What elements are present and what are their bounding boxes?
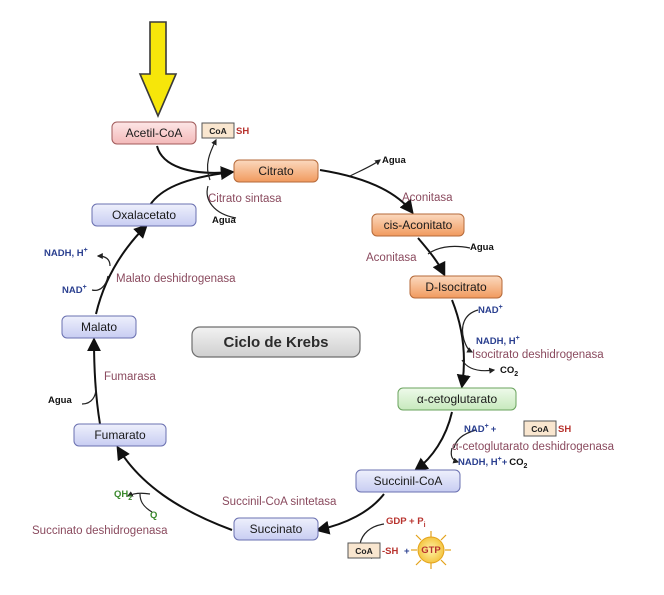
node-a-cetoglutarato: α-cetoglutarato bbox=[397, 387, 517, 411]
node-label: Oxalacetato bbox=[112, 208, 176, 222]
co2-out-isocitrato-arrow bbox=[461, 359, 496, 374]
node-malato: Malato bbox=[61, 315, 137, 339]
cycle-arrows bbox=[87, 145, 471, 535]
nadh-out-malato-arrow bbox=[96, 253, 111, 267]
gtp-label: GTP bbox=[421, 545, 441, 556]
agua-in-citrato-arrow bbox=[206, 185, 237, 219]
enzyme-fumarasa: Fumarasa bbox=[104, 371, 156, 383]
coa-sh-cetoglutarato: CoA SH bbox=[523, 420, 571, 437]
qh2-label: QH2 bbox=[114, 489, 132, 502]
title-text: Ciclo de Krebs bbox=[223, 334, 328, 351]
q-label: Q bbox=[150, 510, 157, 521]
svg-text:SH: SH bbox=[558, 424, 571, 435]
arrow-cetoglutarato-to-succinilcoa bbox=[413, 411, 453, 472]
co2-isocitrato: CO2 bbox=[500, 365, 518, 378]
node-oxalacetato: Oxalacetato bbox=[91, 203, 197, 227]
nad-cetoglutarato: NAD++ bbox=[464, 423, 497, 435]
agua-fumarasa: Agua bbox=[48, 395, 72, 406]
center-title: Ciclo de Krebs bbox=[191, 326, 361, 358]
nadh-cetoglutarato: NADH, H++CO2 bbox=[458, 456, 528, 470]
enzyme-isocitrato-dh: Isocitrato deshidrogenasa bbox=[472, 349, 604, 361]
gtp-icon: GTP bbox=[411, 531, 451, 569]
svg-text:-SH: -SH bbox=[382, 546, 399, 557]
node-label: Succinil-CoA bbox=[374, 474, 443, 488]
node-label: Citrato bbox=[258, 164, 294, 178]
svg-text:CoA: CoA bbox=[531, 424, 548, 434]
enzyme-succinil-coa-sintetasa: Succinil-CoA sintetasa bbox=[222, 496, 337, 508]
enzyme-a-cetoglutarato-dh: α-cetoglutarato deshidrogenasa bbox=[452, 441, 615, 453]
node-d-isocitrato: D-Isocitrato bbox=[409, 275, 503, 299]
agua-aconitasa-out: Agua bbox=[382, 155, 406, 166]
nad-malato: NAD+ bbox=[62, 284, 87, 296]
nadh-out-isocitrato-arrow bbox=[463, 339, 474, 353]
arrow-succinilcoa-to-succinato bbox=[315, 493, 385, 535]
node-label: Fumarato bbox=[94, 428, 146, 442]
node-label: cis-Aconitato bbox=[384, 218, 453, 232]
arrow-isocitrato-to-cetoglutarato bbox=[451, 299, 471, 389]
arrow-fumarato-to-malato bbox=[87, 337, 102, 425]
arrow-succinato-to-fumarato bbox=[116, 445, 233, 531]
agua-in-aconitato-arrow bbox=[427, 245, 471, 255]
node-cis-aconitato: cis-Aconitato bbox=[371, 213, 465, 237]
svg-text:CoA: CoA bbox=[355, 546, 372, 556]
node-citrato: Citrato bbox=[233, 159, 319, 183]
qh2-arrow bbox=[126, 491, 151, 497]
coa-release-arrow bbox=[206, 138, 217, 181]
input-arrow bbox=[138, 21, 178, 119]
svg-text:CoA: CoA bbox=[209, 126, 226, 136]
node-label: Succinato bbox=[250, 522, 303, 536]
arrow-acetil-to-citrato bbox=[156, 145, 235, 181]
coa-sh-succinil: CoA -SH + bbox=[347, 542, 410, 559]
enzyme-aconitasa-1: Aconitasa bbox=[402, 192, 453, 204]
node-label: D-Isocitrato bbox=[425, 280, 487, 294]
side-arrows bbox=[81, 138, 496, 559]
svg-text:+: + bbox=[404, 546, 410, 557]
arrow-cisaconitato-to-isocitrato bbox=[417, 237, 446, 277]
node-label: α-cetoglutarato bbox=[417, 392, 498, 406]
node-succinato: Succinato bbox=[233, 517, 319, 541]
agua-citrato-sintasa: Agua bbox=[212, 215, 236, 226]
arrow-malato-to-oxalacetato bbox=[95, 224, 148, 315]
node-acetil-coa: Acetil-CoA bbox=[111, 121, 197, 145]
nad-in-malato-arrow bbox=[91, 275, 109, 291]
node-fumarato: Fumarato bbox=[73, 423, 167, 447]
enzyme-succinato-dh: Succinato deshidrogenasa bbox=[32, 525, 168, 537]
node-label: Acetil-CoA bbox=[126, 126, 183, 140]
coa-sh-top: CoA SH bbox=[201, 122, 249, 139]
arrow-citrato-to-cisaconitato bbox=[319, 169, 414, 215]
agua-out-citrato-arrow bbox=[349, 159, 381, 177]
agua-aconitasa-in: Agua bbox=[470, 242, 494, 253]
node-label: Malato bbox=[81, 320, 117, 334]
node-succinil-coa: Succinil-CoA bbox=[355, 469, 461, 493]
q-in-arrow bbox=[139, 493, 153, 513]
nad-isocitrato: NAD+ bbox=[478, 304, 503, 316]
gdp-pi: GDP + Pi bbox=[386, 516, 426, 529]
nad-in-isocitrato-arrow bbox=[461, 309, 479, 341]
enzyme-citrato-sintasa: Citrato sintasa bbox=[208, 193, 282, 205]
arrow-oxalacetato-to-citrato bbox=[149, 171, 233, 206]
gdp-in-arrow bbox=[359, 523, 385, 545]
agua-in-fumarasa-arrow bbox=[81, 387, 97, 405]
enzyme-aconitasa-2: Aconitasa bbox=[366, 252, 417, 264]
nadh-malato: NADH, H+ bbox=[44, 247, 88, 259]
nadh-isocitrato: NADH, H+ bbox=[476, 335, 520, 347]
nad-in-cetoglutarato-arrow bbox=[453, 429, 477, 449]
nadh-out-cetoglutarato-arrow bbox=[450, 447, 460, 464]
svg-text:SH: SH bbox=[236, 126, 249, 137]
enzyme-malato-dh: Malato deshidrogenasa bbox=[116, 273, 236, 285]
